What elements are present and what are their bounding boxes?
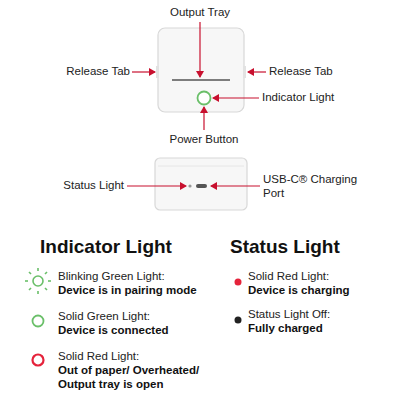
- printer-top: [158, 28, 244, 112]
- part-label: Status Light: [20, 179, 124, 193]
- blinking-green-icon: [25, 268, 51, 294]
- part-label: Release Tab: [40, 65, 130, 79]
- part-label: Power Button: [144, 133, 264, 147]
- part-label: Output Tray: [140, 6, 260, 20]
- usb-c-port: [196, 184, 207, 188]
- part-label: Indicator Light: [262, 91, 372, 105]
- leader-line: [132, 71, 155, 72]
- status-light: [188, 184, 191, 187]
- power-button: [198, 92, 211, 105]
- legend-meaning: Device is charging: [248, 284, 388, 298]
- solid-red-icon: [33, 355, 44, 366]
- section-heading: Indicator Light: [40, 236, 210, 259]
- printer-side: [155, 158, 247, 210]
- red-dot-icon: [235, 279, 242, 286]
- leader-line: [213, 97, 259, 98]
- solid-green-icon: [33, 316, 44, 327]
- legend-state: Status Light Off:: [248, 308, 388, 322]
- output-tray-slot: [172, 79, 230, 80]
- part-label: Release Tab: [269, 65, 359, 79]
- legend-state: Solid Green Light:: [58, 310, 208, 324]
- legend-meaning: Out of paper/ Overheated/ Output tray is…: [58, 364, 210, 392]
- section-heading: Status Light: [230, 236, 390, 259]
- leader-line: [199, 22, 200, 77]
- leader-line: [211, 185, 260, 186]
- leader-line: [248, 71, 266, 72]
- release-tab: [243, 66, 246, 78]
- legend-state: Solid Red Light:: [248, 270, 388, 284]
- leader-line: [203, 107, 204, 130]
- legend-meaning: Fully charged: [248, 322, 388, 336]
- leader-line: [127, 185, 186, 186]
- legend-state: Solid Red Light:: [58, 350, 208, 364]
- release-tab: [156, 66, 159, 78]
- legend-meaning: Device is connected: [58, 324, 208, 338]
- housing-seam: [158, 166, 244, 167]
- legend-state: Blinking Green Light:: [58, 270, 208, 284]
- legend-meaning: Device is in pairing mode: [58, 284, 208, 298]
- off-dot-icon: [235, 317, 242, 324]
- part-label: USB-C® Charging Port: [263, 173, 363, 201]
